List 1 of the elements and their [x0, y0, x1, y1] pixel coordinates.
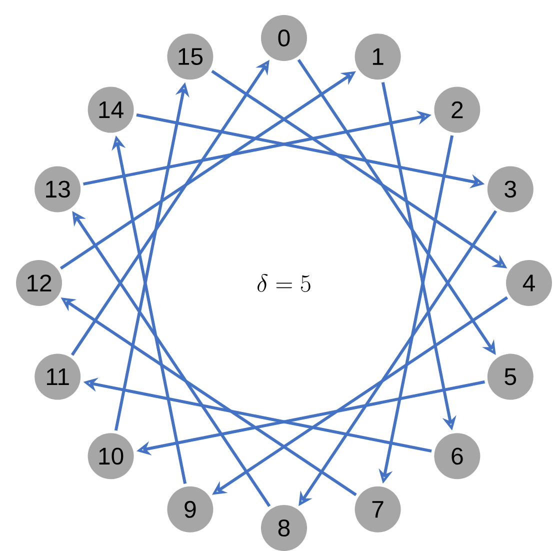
- formula-label: $\delta = 5$: [258, 274, 310, 292]
